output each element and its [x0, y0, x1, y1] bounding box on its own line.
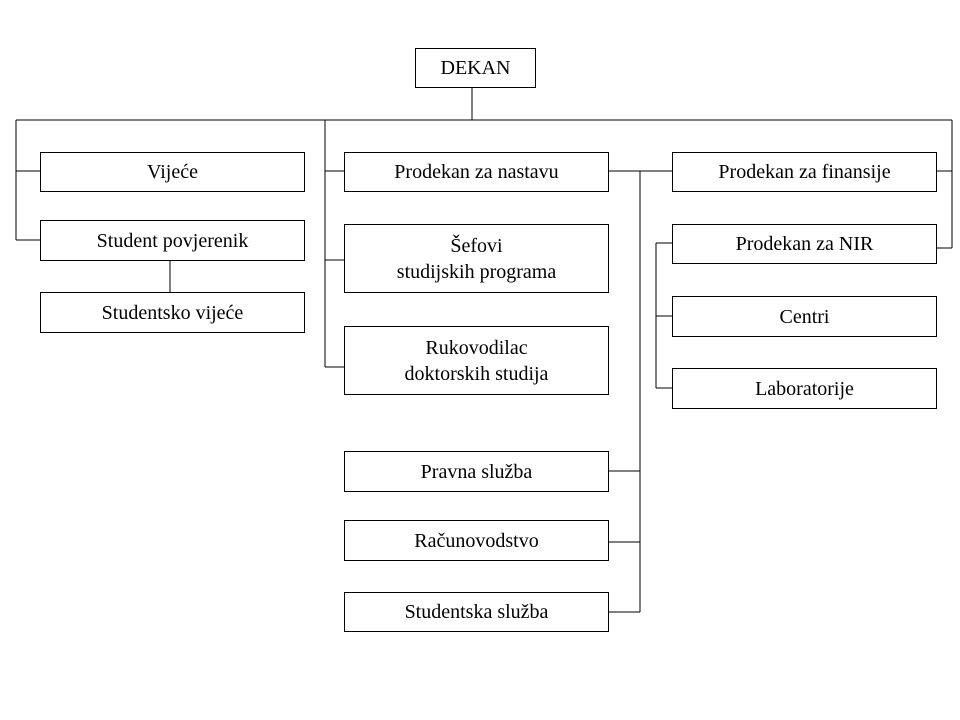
node-vijece: Vijeće: [40, 152, 305, 192]
node-racunovodstvo: Računovodstvo: [344, 520, 609, 561]
node-dekan: DEKAN: [415, 48, 536, 88]
node-studentska-sluzba: Studentska služba: [344, 592, 609, 632]
node-studentsko-vijece: Studentsko vijeće: [40, 292, 305, 333]
node-prodekan-za-nastavu: Prodekan za nastavu: [344, 152, 609, 192]
node-student-povjerenik: Student povjerenik: [40, 220, 305, 261]
node-prodekan-za-finansije: Prodekan za finansije: [672, 152, 937, 192]
node-centri: Centri: [672, 296, 937, 337]
node-sefovi-studijskih-programa: Šefovi studijskih programa: [344, 224, 609, 293]
node-rukovodilac-doktorskih-studija: Rukovodilac doktorskih studija: [344, 326, 609, 395]
node-pravna-sluzba: Pravna služba: [344, 451, 609, 492]
node-laboratorije: Laboratorije: [672, 368, 937, 409]
node-prodekan-za-nir: Prodekan za NIR: [672, 224, 937, 264]
